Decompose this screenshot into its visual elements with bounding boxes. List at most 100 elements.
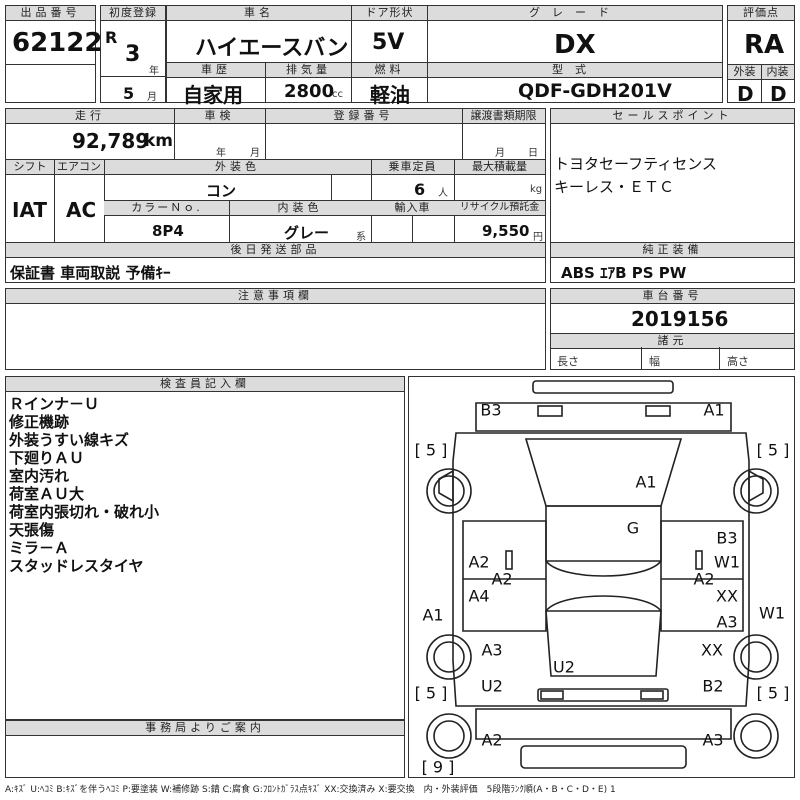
fuel: 軽油 <box>370 83 410 107</box>
mileage: 92,789 <box>72 129 150 153</box>
height-label: 高さ <box>727 355 749 368</box>
era: R <box>105 28 118 47</box>
damage-mark: A3 <box>481 640 503 660</box>
sales-points-box: セールスポイント トヨタセーフティセンス キーレス・ＥＴＣ <box>550 108 795 255</box>
grade-box: グレード DX <box>427 5 723 63</box>
max-load-label: 最大積載量 <box>454 160 545 175</box>
capacity-unit: 人 <box>438 188 448 199</box>
first-reg-label: 初度登録 <box>101 6 165 21</box>
chassis-label: 車台番号 <box>551 289 794 304</box>
office-label: 事務局よりご案内 <box>6 721 404 736</box>
inspector-line: 荷室内張切れ・破れ小 <box>9 503 160 521</box>
inspector-line: 室内汚れ <box>9 467 70 485</box>
mileage-label: 走行 <box>6 109 174 124</box>
capacity-label: 乗車定員 <box>371 160 454 175</box>
door-label: ドア形状 <box>352 6 427 21</box>
damage-mark: A2 <box>491 569 513 589</box>
damage-mark: A1 <box>703 400 725 420</box>
car-name-label: 車名 <box>167 6 351 21</box>
recycle-unit: 円 <box>533 232 543 243</box>
sales-point-2: キーレス・ＥＴＣ <box>554 178 675 196</box>
inspector-label: 検査員記入欄 <box>6 377 404 392</box>
transfer-label: 譲渡書類期限 <box>462 109 545 124</box>
reg-month: 5 <box>123 84 135 103</box>
damage-mark: B2 <box>702 676 724 696</box>
damage-mark: W1 <box>759 603 785 623</box>
damage-mark: [ 5 ] <box>414 440 448 460</box>
parts-value: 保証書 車両取説 予備ｷｰ <box>10 264 171 282</box>
year-unit: 年 <box>149 66 159 77</box>
shift: IAT <box>12 198 48 222</box>
chassis-box: 車台番号 2019156 諸元 長さ 幅 高さ <box>550 288 795 370</box>
damage-mark: B3 <box>480 400 502 420</box>
ext-label: 外装 <box>728 65 761 80</box>
damage-mark: W1 <box>714 552 740 572</box>
damage-mark: [ 5 ] <box>756 683 790 703</box>
inspector-box: 検査員記入欄 Ｒインナ－Ｕ 修正機跡 外装うすい線キズ 下廻りＡＵ 室内汚れ 荷… <box>5 376 405 720</box>
parts-box: 後日発送部品 保証書 車両取説 予備ｷｰ <box>5 242 546 283</box>
damage-mark: [ 5 ] <box>414 683 448 703</box>
fuel-box: 燃料 軽油 <box>351 62 428 107</box>
damage-mark: B3 <box>716 528 738 548</box>
door-type: 5V <box>372 30 405 55</box>
legend: A:ｷｽﾞ U:ﾍｺﾐ B:ｷｽﾞを伴うﾍｺﾐ P:要塗装 W:補修跡 S:錆 … <box>5 785 616 795</box>
recycle-fee: 9,550 <box>482 222 530 240</box>
damage-mark: XX <box>701 640 723 660</box>
capacity: 6 <box>414 180 426 199</box>
notes-label: 注意事項欄 <box>6 289 545 304</box>
lot-box: 出品番号 62122 <box>5 5 102 103</box>
grade: DX <box>554 30 596 60</box>
damage-mark: A1 <box>635 472 657 492</box>
int-grade: D <box>770 82 787 106</box>
car-name-box: 車名 ハイエースバン <box>166 5 352 63</box>
history-box: 車歴 自家用 <box>166 62 266 107</box>
max-load-unit: kg <box>530 184 543 195</box>
damage-mark: U2 <box>481 676 503 696</box>
displacement: 2800 <box>284 81 335 102</box>
ext-grade: D <box>737 82 754 106</box>
length-label: 長さ <box>557 355 579 368</box>
transfer-month: 月 <box>495 148 505 159</box>
inspector-line: ミラ－Ａ <box>9 539 70 557</box>
inspection-year-unit: 年 <box>216 148 226 159</box>
history: 自家用 <box>183 83 243 107</box>
model-box: 型式 QDF-GDH201V <box>427 62 723 103</box>
door-box: ドア形状 5V <box>351 5 428 63</box>
ac-label: エアコン <box>54 160 104 175</box>
score-box: 評価点 RA 外装 内装 D D <box>727 5 795 106</box>
ext-color: コン <box>206 182 237 200</box>
import-label: 輸入車 <box>371 201 454 216</box>
notes-box: 注意事項欄 <box>5 288 546 370</box>
damage-mark: A1 <box>422 605 444 625</box>
grade-label: グレード <box>428 6 722 21</box>
int-label: 内装 <box>761 65 794 80</box>
mileage-unit: km <box>144 131 174 151</box>
damage-mark: A3 <box>702 730 724 750</box>
first-reg-box: 初度登録 R 3 年 5 月 <box>100 5 166 103</box>
damage-mark: A4 <box>468 586 490 606</box>
reg-year: 3 <box>125 42 141 67</box>
model-label: 型式 <box>428 63 722 78</box>
month-unit: 月 <box>147 92 157 103</box>
sales-points-label: セールスポイント <box>551 109 794 124</box>
options-value: ABS ｴｱB PS PW <box>561 264 687 282</box>
int-color-label: 内装色 <box>229 201 371 216</box>
car-name: ハイエースバン <box>195 36 349 61</box>
office-box: 事務局よりご案内 <box>5 720 405 778</box>
row3-box: シフト エアコン 外装色 乗車定員 最大積載量 IAT AC コン 6 人 kg… <box>5 159 546 243</box>
inspector-line: 修正機跡 <box>9 413 70 431</box>
score: RA <box>744 30 785 60</box>
score-label: 評価点 <box>728 6 794 21</box>
transfer-day: 日 <box>528 148 538 159</box>
disp-box: 排気量 2800 cc <box>265 62 352 103</box>
inspector-line: 下廻りＡＵ <box>9 449 85 467</box>
inspection-month-unit: 月 <box>250 148 260 159</box>
recycle-label: リサイクル預託金 <box>454 201 545 216</box>
ac: AC <box>66 198 97 222</box>
inspector-line: 天張傷 <box>9 521 55 539</box>
model-code: QDF-GDH201V <box>518 80 672 102</box>
ext-color-label: 外装色 <box>104 160 371 175</box>
damage-mark: A2 <box>693 569 715 589</box>
chassis-number: 2019156 <box>631 307 729 331</box>
